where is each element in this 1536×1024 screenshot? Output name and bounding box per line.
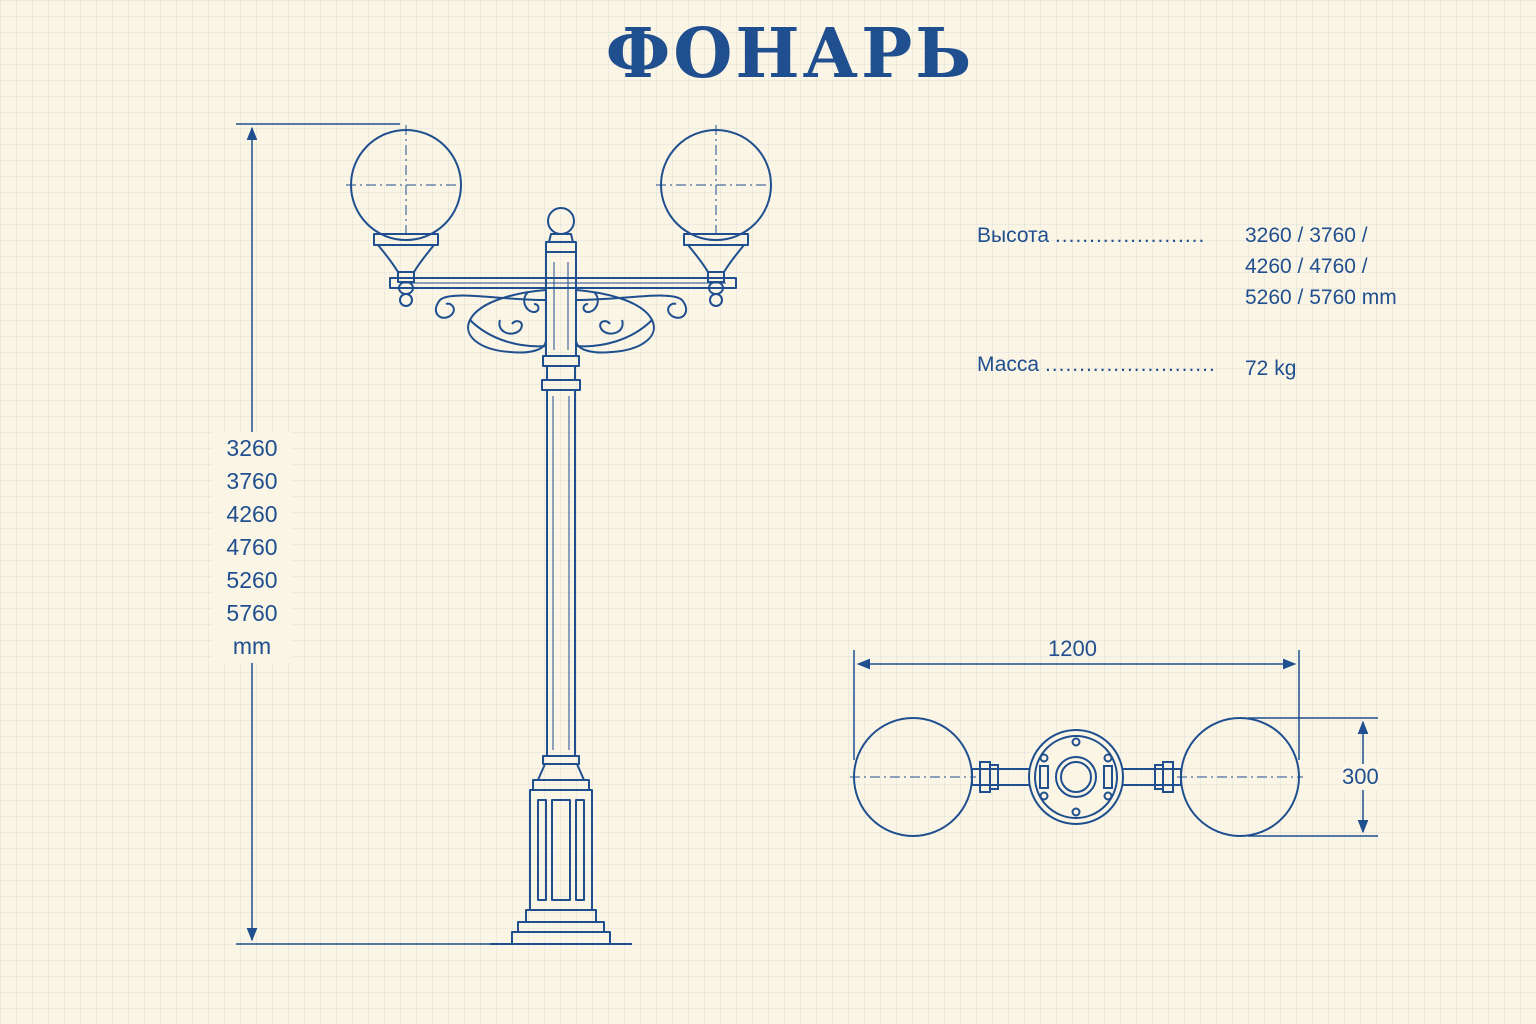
right-globe [656, 125, 776, 245]
scroll-brackets [434, 289, 688, 354]
height-unit: mm [232, 633, 272, 659]
height-value: 5760 [226, 600, 278, 626]
spec-height-label: Высота [977, 224, 1050, 247]
top-left-globe [850, 717, 976, 837]
spec-mass-label: Масса [977, 353, 1040, 376]
height-value: 3760 [226, 468, 278, 494]
top-right-globe [1177, 717, 1303, 837]
lamp-elevation [346, 125, 776, 945]
column [541, 251, 581, 757]
top-mount-plate [1028, 729, 1124, 825]
spec-mass-leader: ......................... [1044, 353, 1216, 376]
height-value: 3260 [226, 435, 278, 461]
crossbar [389, 277, 737, 289]
height-dimension-labels: 3260 3760 4260 4760 5260 5760 mm [212, 432, 292, 663]
height-value: 4760 [226, 534, 278, 560]
height-value: 5260 [226, 567, 278, 593]
spec-height-label-row: Высота ...................... [977, 224, 1205, 248]
spec-height-line: 3260 / 3760 / [1245, 224, 1368, 247]
height-value: 4260 [226, 501, 278, 527]
top-view [850, 650, 1378, 837]
right-lamp-holder [683, 233, 749, 307]
spec-mass-value: 72 kg [1245, 357, 1297, 380]
spec-mass-label-row: Масса ......................... [977, 353, 1216, 377]
finial [545, 207, 577, 253]
column-base [490, 755, 632, 945]
spec-height-leader: ...................... [1054, 224, 1206, 247]
left-globe [346, 125, 466, 245]
left-lamp-holder [373, 233, 439, 307]
spec-height-values: 3260 / 3760 / 4260 / 4760 / 5260 / 5760 … [1245, 220, 1397, 313]
top-view-dimension-lines [853, 650, 1378, 837]
depth-dimension-label: 300 [1342, 764, 1379, 790]
width-dimension-label: 1200 [1048, 636, 1097, 661]
spec-height-line: 4260 / 4760 / [1245, 255, 1368, 278]
spec-height-line: 5260 / 5760 mm [1245, 286, 1397, 309]
page-title: ФОНАРЬ [605, 14, 975, 94]
